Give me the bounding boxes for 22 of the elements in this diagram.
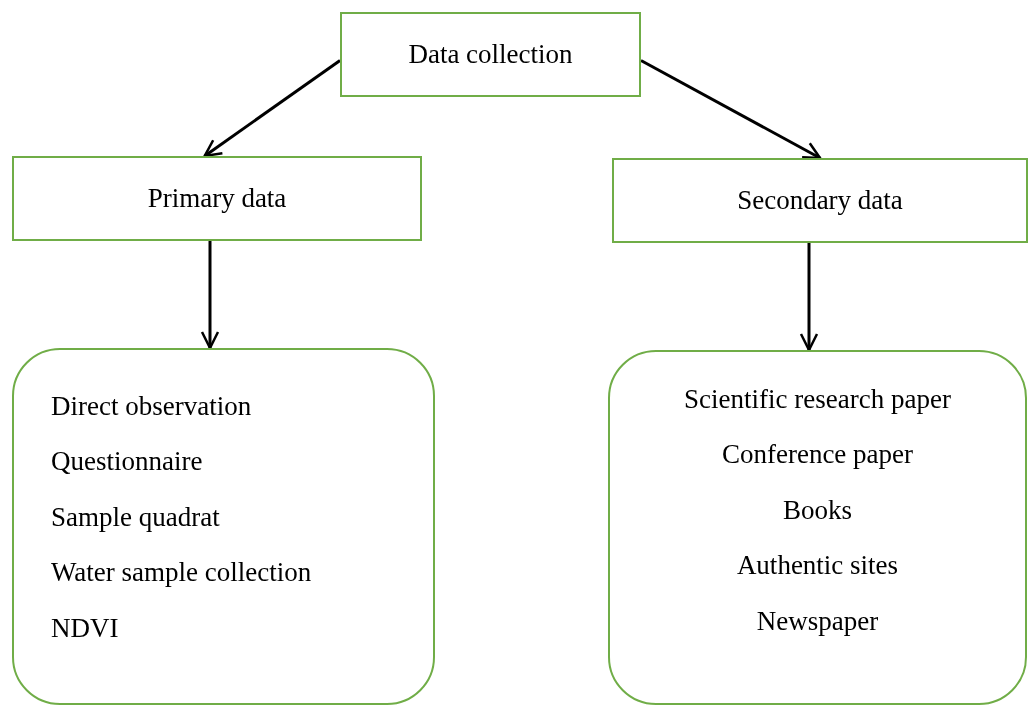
node-label: Secondary data: [737, 184, 903, 217]
arrow: [640, 59, 822, 160]
list-item: NDVI: [51, 611, 119, 644]
arrow: [799, 243, 819, 352]
process-box: [612, 158, 1028, 243]
process-box: [340, 12, 641, 97]
list-item: Direct observation: [51, 390, 252, 423]
list-item: Questionnaire: [51, 445, 203, 478]
list-item: Water sample collection: [51, 556, 312, 589]
arrow: [200, 241, 220, 350]
rounded-box: [12, 348, 435, 705]
node-label: Data collection: [408, 38, 573, 71]
list-item: Authentic sites: [736, 549, 899, 582]
process-box: [12, 156, 422, 241]
list-item: Sample quadrat: [51, 500, 220, 534]
list-item: Scientific research paper: [684, 383, 951, 416]
list-item: Books: [783, 493, 852, 527]
list-item: Newspaper: [756, 604, 879, 637]
node-label: Primary data: [147, 182, 287, 215]
arrow: [203, 59, 341, 158]
list-item: Conference paper: [721, 438, 914, 471]
rounded-box: [608, 350, 1027, 705]
